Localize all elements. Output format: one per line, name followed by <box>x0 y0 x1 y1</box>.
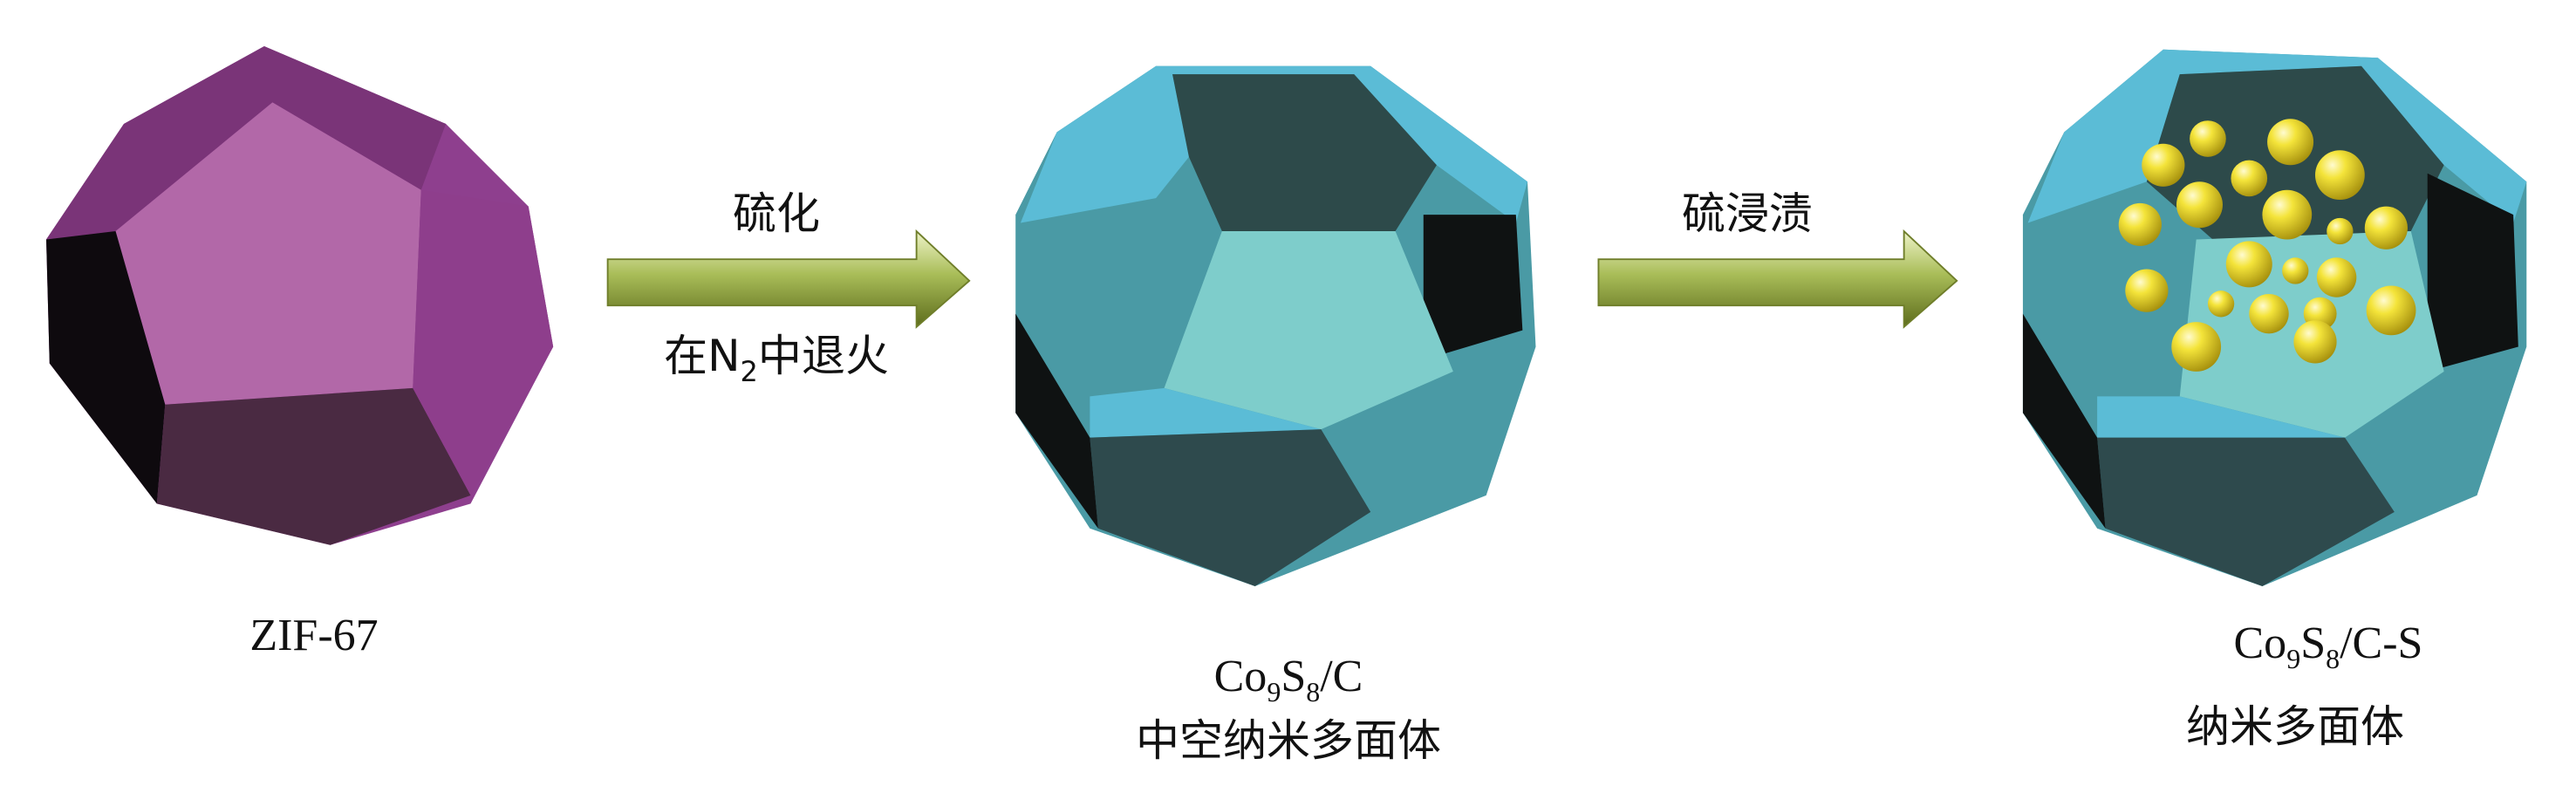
label-nanopolyhedron: 纳米多面体 <box>2186 701 2404 752</box>
zif67-polyhedron <box>46 46 554 545</box>
arrow1-top-label: 硫化 <box>733 188 820 239</box>
label-hollow-nanopolyhedron: 中空纳米多面体 <box>1136 715 1441 766</box>
arrow-sulfidation <box>606 229 971 329</box>
sulfur-particles <box>2118 119 2416 372</box>
hollow-polyhedron <box>1015 65 1536 587</box>
sulfur-loaded-polyhedron <box>2022 49 2527 587</box>
label-co9s8-c: Co9S8/C <box>1214 652 1363 707</box>
arrow-sulfur-impregnation <box>1597 229 1958 329</box>
label-co9s8-c-s: Co9S8/C-S <box>2234 619 2423 674</box>
arrow2-top-label: 硫浸渍 <box>1682 188 1813 239</box>
label-zif67: ZIF-67 <box>249 611 378 660</box>
arrow1-bottom-label: 在N2中退火 <box>664 331 889 388</box>
